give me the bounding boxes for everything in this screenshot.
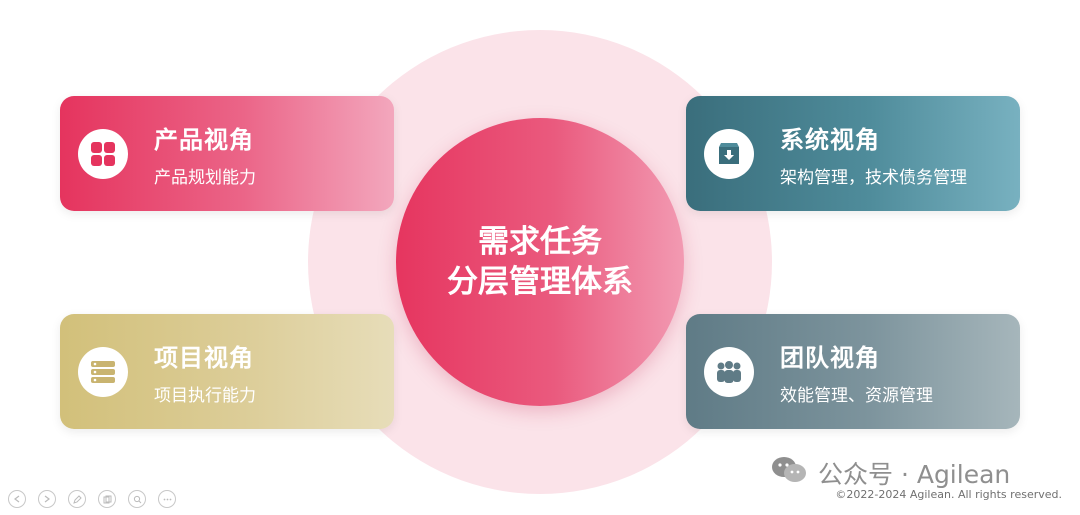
product-card: 产品视角 产品规划能力 [60,96,394,211]
center-circle: 需求任务 分层管理体系 [396,118,684,406]
system-card-title: 系统视角 [780,126,880,154]
team-card-title: 团队视角 [780,344,880,372]
center-title-line2: 分层管理体系 [447,264,633,300]
zoom-icon[interactable] [128,490,146,508]
team-card-subtitle: 效能管理、资源管理 [780,386,933,406]
prev-icon[interactable] [8,490,26,508]
system-card-subtitle: 架构管理，技术债务管理 [780,168,967,188]
project-card-subtitle: 项目执行能力 [154,386,256,406]
project-card: 项目视角 项目执行能力 [60,314,394,429]
product-card-title: 产品视角 [154,126,254,154]
center-title-line1: 需求任务 [478,224,602,260]
product-card-subtitle: 产品规划能力 [154,168,256,188]
copy-icon[interactable] [98,490,116,508]
watermark-text: 公众号 · Agilean [818,460,1011,489]
project-card-title: 项目视角 [154,344,254,372]
play-icon[interactable] [38,490,56,508]
team-card: 团队视角 效能管理、资源管理 [686,314,1020,429]
watermark: 公众号 · Agilean [770,455,1010,491]
slide-controls [8,490,176,508]
download-box-icon [704,129,754,179]
grid-icon [78,129,128,179]
copyright: ©2022-2024 Agilean. All rights reserved. [835,488,1062,501]
more-icon[interactable] [158,490,176,508]
wechat-icon [770,455,808,491]
list-icon [78,347,128,397]
people-icon [704,347,754,397]
system-card: 系统视角 架构管理，技术债务管理 [686,96,1020,211]
pen-icon[interactable] [68,490,86,508]
